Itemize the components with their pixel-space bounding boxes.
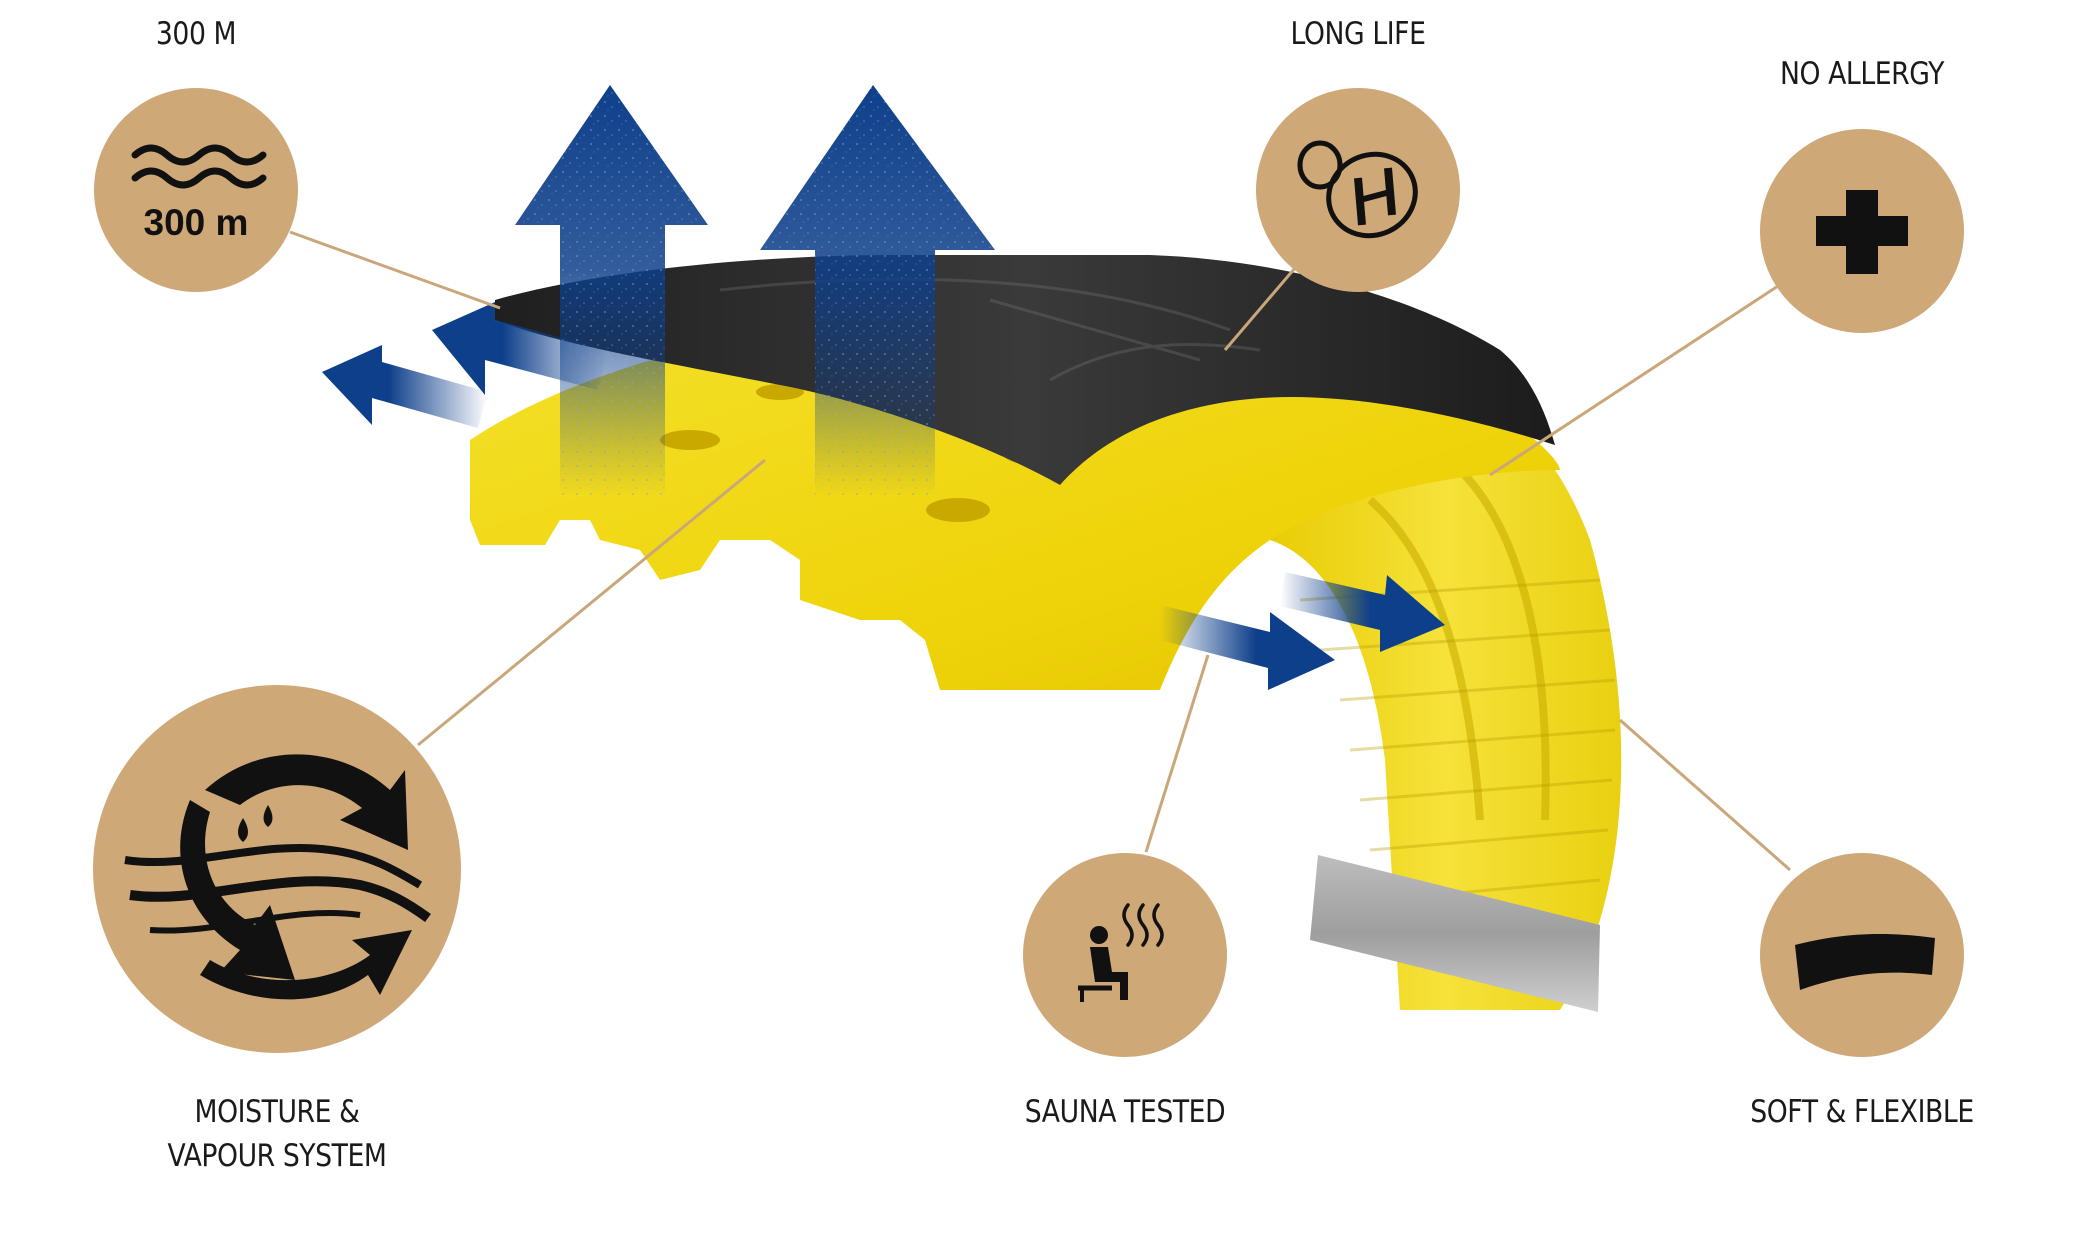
- no-allergy-badge: [1760, 129, 1964, 333]
- sauna-person-icon: [1078, 903, 1164, 1002]
- sauna-tested-badge: [1023, 853, 1227, 1057]
- moisture-label-line2: VAPOUR SYSTEM: [167, 1138, 387, 1174]
- no-allergy-label: NO ALLERGY: [1779, 56, 1945, 92]
- strap-black-layer: [495, 255, 1555, 485]
- strap-yellow-layer: [470, 330, 1560, 690]
- circulation-arrows-icon: [124, 754, 431, 1000]
- moisture-right-arrow-1: [1160, 605, 1335, 690]
- long-life-label: LONG LIFE: [1290, 16, 1426, 52]
- waves-icon: [131, 144, 267, 189]
- moisture-vapour-badge: [93, 685, 461, 1053]
- flexible-band-icon: [1795, 934, 1935, 990]
- moisture-left-arrow-2: [432, 302, 608, 395]
- water-resistance-badge: 300 m: [94, 88, 298, 292]
- moisture-left-arrow-1: [322, 345, 488, 428]
- soft-flexible-badge: [1760, 853, 1964, 1057]
- water-resistance-label: 300 M: [155, 16, 237, 52]
- long-life-badge: [1256, 88, 1460, 292]
- moisture-vapour-label: MOISTURE & VAPOUR SYSTEM: [117, 1090, 437, 1178]
- strap-metal-end: [1310, 855, 1600, 1012]
- water-badge-text: 300 m: [144, 202, 249, 243]
- hourglass-icon: [1297, 140, 1418, 239]
- strap-yellow-side: [1270, 410, 1622, 1010]
- plus-icon: [1816, 190, 1908, 274]
- soft-flexible-label: SOFT & FLEXIBLE: [1750, 1094, 1974, 1130]
- leader-lines: [289, 230, 1791, 872]
- sauna-tested-label: SAUNA TESTED: [1024, 1094, 1226, 1130]
- moisture-label-line1: MOISTURE &: [194, 1094, 360, 1130]
- moisture-right-arrow-2: [1280, 572, 1445, 652]
